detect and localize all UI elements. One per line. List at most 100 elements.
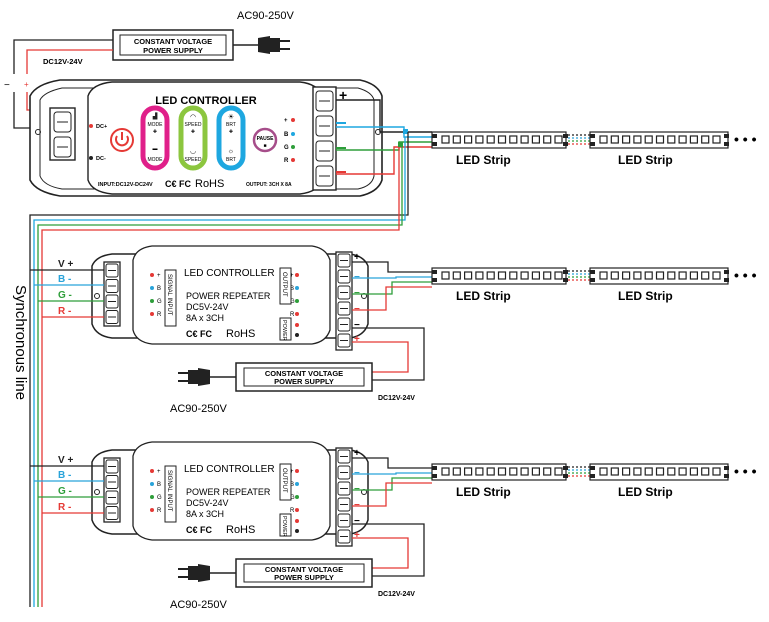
- led-chip: [520, 135, 529, 144]
- led-chip: [667, 135, 676, 144]
- led-chip: [464, 271, 473, 280]
- led-chip: [701, 271, 710, 280]
- repeater-output-label: OUTPUT: [281, 468, 287, 493]
- led-chip: [655, 271, 665, 280]
- speed-down-button[interactable]: ◡ SPEED: [185, 148, 202, 163]
- repeater-psu-line1: CONSTANT VOLTAGE: [265, 369, 343, 378]
- repeater-out-pin: R: [290, 508, 295, 514]
- controller-output-pins: + B G R: [284, 118, 295, 164]
- led-chip: [621, 135, 631, 144]
- led-chip: [689, 467, 699, 476]
- pause-button[interactable]: PAUSE ■: [252, 127, 278, 153]
- repeater-line3: 8A x 3CH: [186, 313, 224, 323]
- led-chip: [497, 135, 507, 144]
- repeater-plug-icon: [178, 564, 236, 582]
- brt-up-button[interactable]: ☀ BRT ✚: [226, 113, 236, 135]
- led-strip-label: LED Strip: [618, 485, 673, 499]
- speed-up-plus-icon: ✚: [191, 129, 195, 135]
- controller-output-label: OUTPUT: 3CH X 8A: [246, 182, 292, 188]
- repeater-power-label: POWER: [281, 320, 287, 341]
- led-chip: [486, 271, 495, 280]
- mode-control: ▟ MODE ✚ ▬ MODE: [140, 105, 170, 171]
- repeater-line2: DC5V-24V: [186, 498, 229, 508]
- controller-rohs: RoHS: [195, 178, 224, 190]
- led-strip-label: LED Strip: [456, 485, 511, 499]
- repeater-out-pin: B: [290, 286, 294, 292]
- led-chip: [441, 135, 450, 144]
- led-chip: [475, 467, 484, 476]
- repeater-line1: POWER REPEATER: [186, 487, 271, 497]
- led-chip: [655, 135, 665, 144]
- repeater-title: LED CONTROLLER: [184, 464, 275, 475]
- out-plus-sign: +: [354, 252, 360, 263]
- repeater-psu-line2: POWER SUPPLY: [274, 377, 334, 386]
- led-chip: [644, 135, 653, 144]
- repeater-out-pin: G: [290, 495, 295, 501]
- pwr-plus-sign: +: [354, 530, 360, 541]
- out-plus-sign: +: [354, 448, 360, 459]
- led-chip: [599, 271, 608, 280]
- led-chip: [689, 135, 699, 144]
- controller-output-terminal: [315, 90, 334, 187]
- controller-dc-minus: DC-: [96, 156, 106, 162]
- power-button[interactable]: [110, 128, 134, 152]
- repeater-ac-label: AC90-250V: [170, 403, 228, 415]
- continuation-dots: • • •: [734, 267, 757, 283]
- mode-up-button[interactable]: ▟ MODE ✚: [148, 112, 164, 135]
- speed-up-button[interactable]: ◠ SPEED ✚: [185, 114, 202, 135]
- pwr-plus-sign: +: [354, 334, 360, 345]
- repeater-out-pin: B: [290, 482, 294, 488]
- repeater-wire-label: G -: [58, 486, 72, 497]
- led-chip: [497, 271, 507, 280]
- repeater-in-pin: R: [157, 312, 162, 318]
- led-chip: [475, 271, 484, 280]
- pause-label: PAUSE: [257, 136, 275, 142]
- led-chip: [452, 271, 461, 280]
- led-chip: [644, 271, 653, 280]
- led-chip: [509, 271, 518, 280]
- led-chip: [531, 467, 541, 476]
- led-chip: [610, 135, 619, 144]
- speed-down-label: SPEED: [185, 157, 202, 163]
- led-chip: [531, 271, 541, 280]
- top-ac-label: AC90-250V: [237, 10, 295, 22]
- led-chip: [554, 271, 563, 280]
- led-chip: [464, 135, 473, 144]
- brt-down-button[interactable]: ☼ BRT: [226, 148, 236, 163]
- repeater-plug-icon: [178, 368, 236, 386]
- repeater-in-pin: B: [157, 286, 161, 292]
- mode-up-plus-icon: ✚: [153, 129, 157, 135]
- out-pin-plus: +: [284, 118, 288, 124]
- led-chip: [644, 467, 653, 476]
- speed-up-gauge-icon: ◠: [190, 114, 196, 121]
- led-strip-label: LED Strip: [456, 289, 511, 303]
- top-plus-sign: +: [24, 80, 29, 89]
- repeater-in-pin: +: [157, 469, 161, 475]
- mode-down-minus-icon: ▬: [153, 146, 158, 152]
- repeater-line2: DC5V-24V: [186, 302, 229, 312]
- continuation-dots: • • •: [734, 131, 757, 147]
- repeater-wire-label: B -: [58, 470, 71, 481]
- mode-up-icon: ▟: [152, 112, 158, 120]
- repeater-out-pin: +: [290, 273, 294, 279]
- ce-fc-mark: C€ FC: [186, 525, 213, 535]
- repeater-in-pin: B: [157, 482, 161, 488]
- pause-icon: ■: [263, 143, 266, 149]
- led-chip: [486, 467, 495, 476]
- repeater-out-pin: +: [290, 469, 294, 475]
- led-chip: [712, 467, 721, 476]
- out-pin-b: B: [284, 132, 289, 138]
- mode-down-button[interactable]: ▬ MODE: [148, 146, 164, 163]
- main-plus-sign: +: [339, 87, 347, 103]
- led-chip: [701, 135, 710, 144]
- led-chip: [509, 467, 518, 476]
- repeater-out-pin: R: [290, 312, 295, 318]
- sync-lines: Synchronous line: [12, 132, 409, 607]
- ce-fc-mark: C€ FC: [165, 179, 192, 189]
- pwr-minus-sign: −: [354, 516, 360, 527]
- brt-down-sun-icon: ☼: [228, 148, 234, 155]
- top-power-supply: AC90-250V CONSTANT VOLTAGE POWER SUPPLY …: [4, 10, 295, 129]
- repeater-wire-label: G -: [58, 290, 72, 301]
